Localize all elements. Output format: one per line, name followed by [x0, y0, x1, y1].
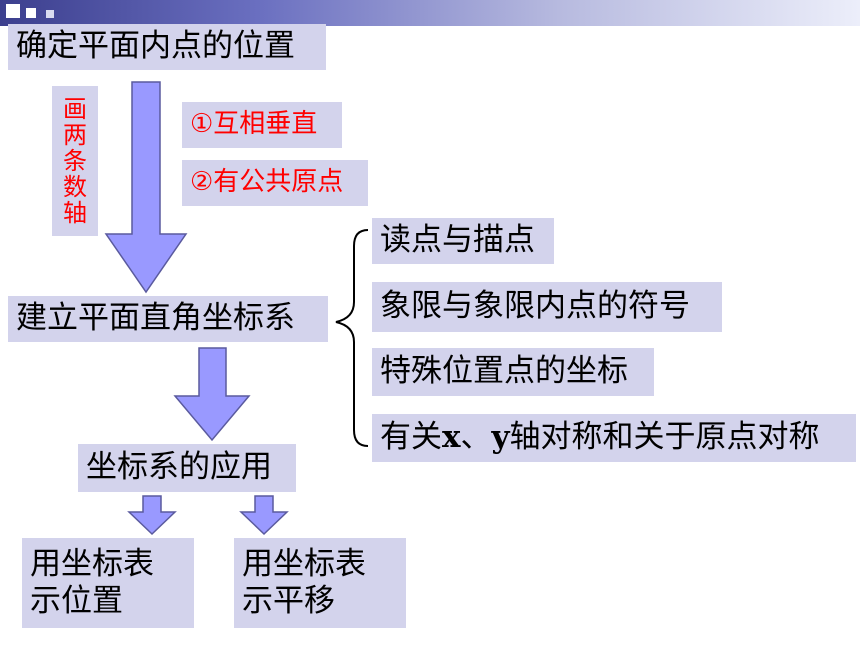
node-determine-position: 确定平面内点的位置	[8, 24, 326, 70]
node-label-part: 有关	[380, 419, 442, 456]
node-label: 建立平面直角坐标系	[16, 300, 295, 337]
decorative-square	[46, 10, 54, 18]
node-condition-common-origin: ②有公共原点	[182, 160, 368, 206]
node-label: 确定平面内点的位置	[16, 28, 295, 65]
branch-read-plot-points: 读点与描点	[372, 218, 554, 264]
branch-special-coordinates: 特殊位置点的坐标	[372, 348, 654, 396]
node-label: 坐标系的应用	[86, 449, 272, 486]
down-arrow-use1	[127, 495, 177, 536]
node-label-part: 、	[460, 419, 492, 456]
node-label-line: 用坐标表	[242, 545, 366, 582]
down-arrow-main	[104, 81, 188, 294]
node-label-part: x	[442, 419, 461, 456]
node-label: 特殊位置点的坐标	[380, 353, 628, 390]
branch-quadrant-signs: 象限与象限内点的符号	[372, 282, 722, 332]
down-arrow-use2	[239, 495, 289, 536]
node-label-part: y	[491, 419, 510, 456]
node-label: ①互相垂直	[190, 109, 318, 140]
down-arrow-application	[173, 347, 251, 442]
node-use-position: 用坐标表 示位置	[22, 538, 194, 628]
node-label: 象限与象限内点的符号	[380, 288, 690, 325]
node-label: 画两条数轴	[63, 95, 87, 227]
title-bar-decoration	[0, 0, 860, 26]
node-label-line: 示平移	[242, 583, 335, 619]
decorative-square	[26, 8, 36, 18]
node-use-translation: 用坐标表 示平移	[234, 538, 406, 628]
node-label-line: 示位置	[30, 583, 123, 619]
node-label: ②有公共原点	[190, 167, 344, 198]
node-application: 坐标系的应用	[78, 444, 296, 492]
node-label-line: 用坐标表	[30, 545, 154, 582]
node-label-part: 轴对称和关于原点对称	[509, 419, 820, 456]
curly-brace	[335, 229, 369, 447]
decorative-square	[6, 4, 20, 18]
node-condition-perpendicular: ①互相垂直	[182, 102, 342, 148]
node-label: 读点与描点	[380, 222, 535, 259]
node-coordinate-system: 建立平面直角坐标系	[8, 296, 328, 342]
node-draw-two-axes: 画两条数轴	[52, 86, 98, 236]
